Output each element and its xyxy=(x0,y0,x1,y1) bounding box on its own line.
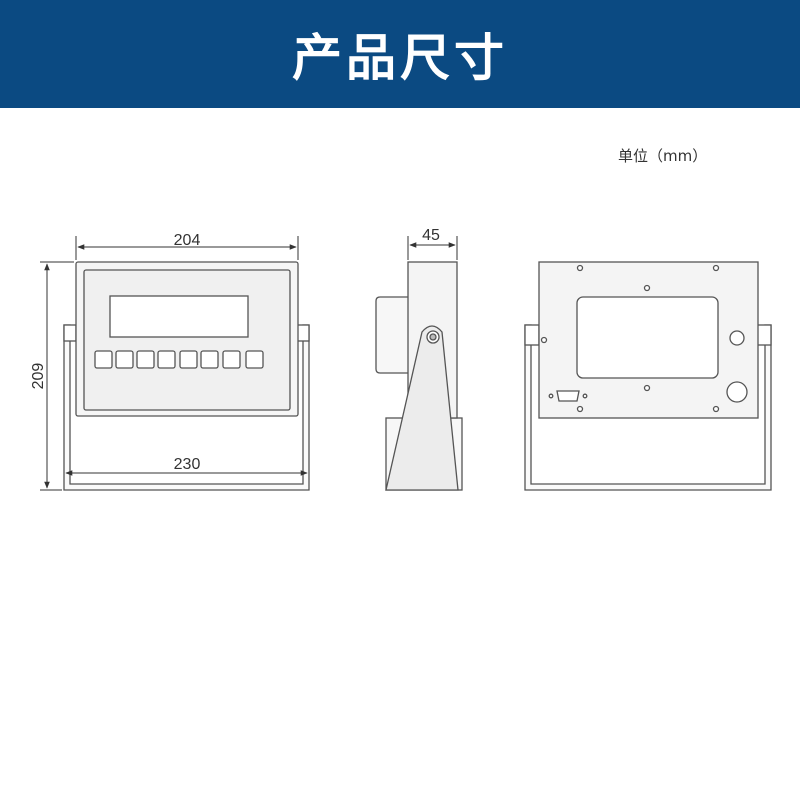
back-serial-screw-right xyxy=(582,393,588,399)
front-body-panel xyxy=(83,269,291,411)
front-dimensions xyxy=(40,236,308,491)
back-gland-hole-upper xyxy=(729,330,745,346)
back-screw-5 xyxy=(643,384,651,392)
back-screw-1 xyxy=(576,264,584,272)
key-6 xyxy=(200,350,219,369)
key-2 xyxy=(115,350,134,369)
side-pivot-knob-inner xyxy=(429,333,437,341)
unit-label: 单位（mm） xyxy=(618,147,708,165)
back-view xyxy=(524,261,772,491)
key-7 xyxy=(222,350,241,369)
dim-label-45: 45 xyxy=(422,227,440,244)
side-view xyxy=(375,261,463,491)
side-dimensions xyxy=(407,236,458,260)
back-screw-4 xyxy=(540,336,548,344)
dim-label-230: 230 xyxy=(174,456,201,473)
back-bracket-knob-left xyxy=(524,324,540,346)
key-4 xyxy=(157,350,176,369)
title-banner: 产品尺寸 xyxy=(0,0,800,108)
page-title: 产品尺寸 xyxy=(292,29,508,87)
front-bracket-knob-left xyxy=(63,324,77,342)
front-keypad xyxy=(94,350,264,369)
back-window xyxy=(576,296,719,379)
front-display-window xyxy=(109,295,249,338)
back-screw-2 xyxy=(712,264,720,272)
key-5 xyxy=(179,350,198,369)
front-view xyxy=(63,261,310,491)
back-gland-hole-lower xyxy=(726,381,748,403)
side-back-bump xyxy=(375,296,408,374)
key-8 xyxy=(245,350,264,369)
key-3 xyxy=(136,350,155,369)
key-1 xyxy=(94,350,113,369)
back-screw-7 xyxy=(712,405,720,413)
back-screw-3 xyxy=(643,284,651,292)
back-bracket-knob-right xyxy=(756,324,772,346)
front-bracket-knob-right xyxy=(296,324,310,342)
side-arm xyxy=(385,325,459,491)
back-serial-port xyxy=(556,390,580,402)
dim-label-204: 204 xyxy=(174,232,201,249)
back-screw-6 xyxy=(576,405,584,413)
back-serial-screw-left xyxy=(548,393,554,399)
dim-label-209: 209 xyxy=(30,363,47,390)
